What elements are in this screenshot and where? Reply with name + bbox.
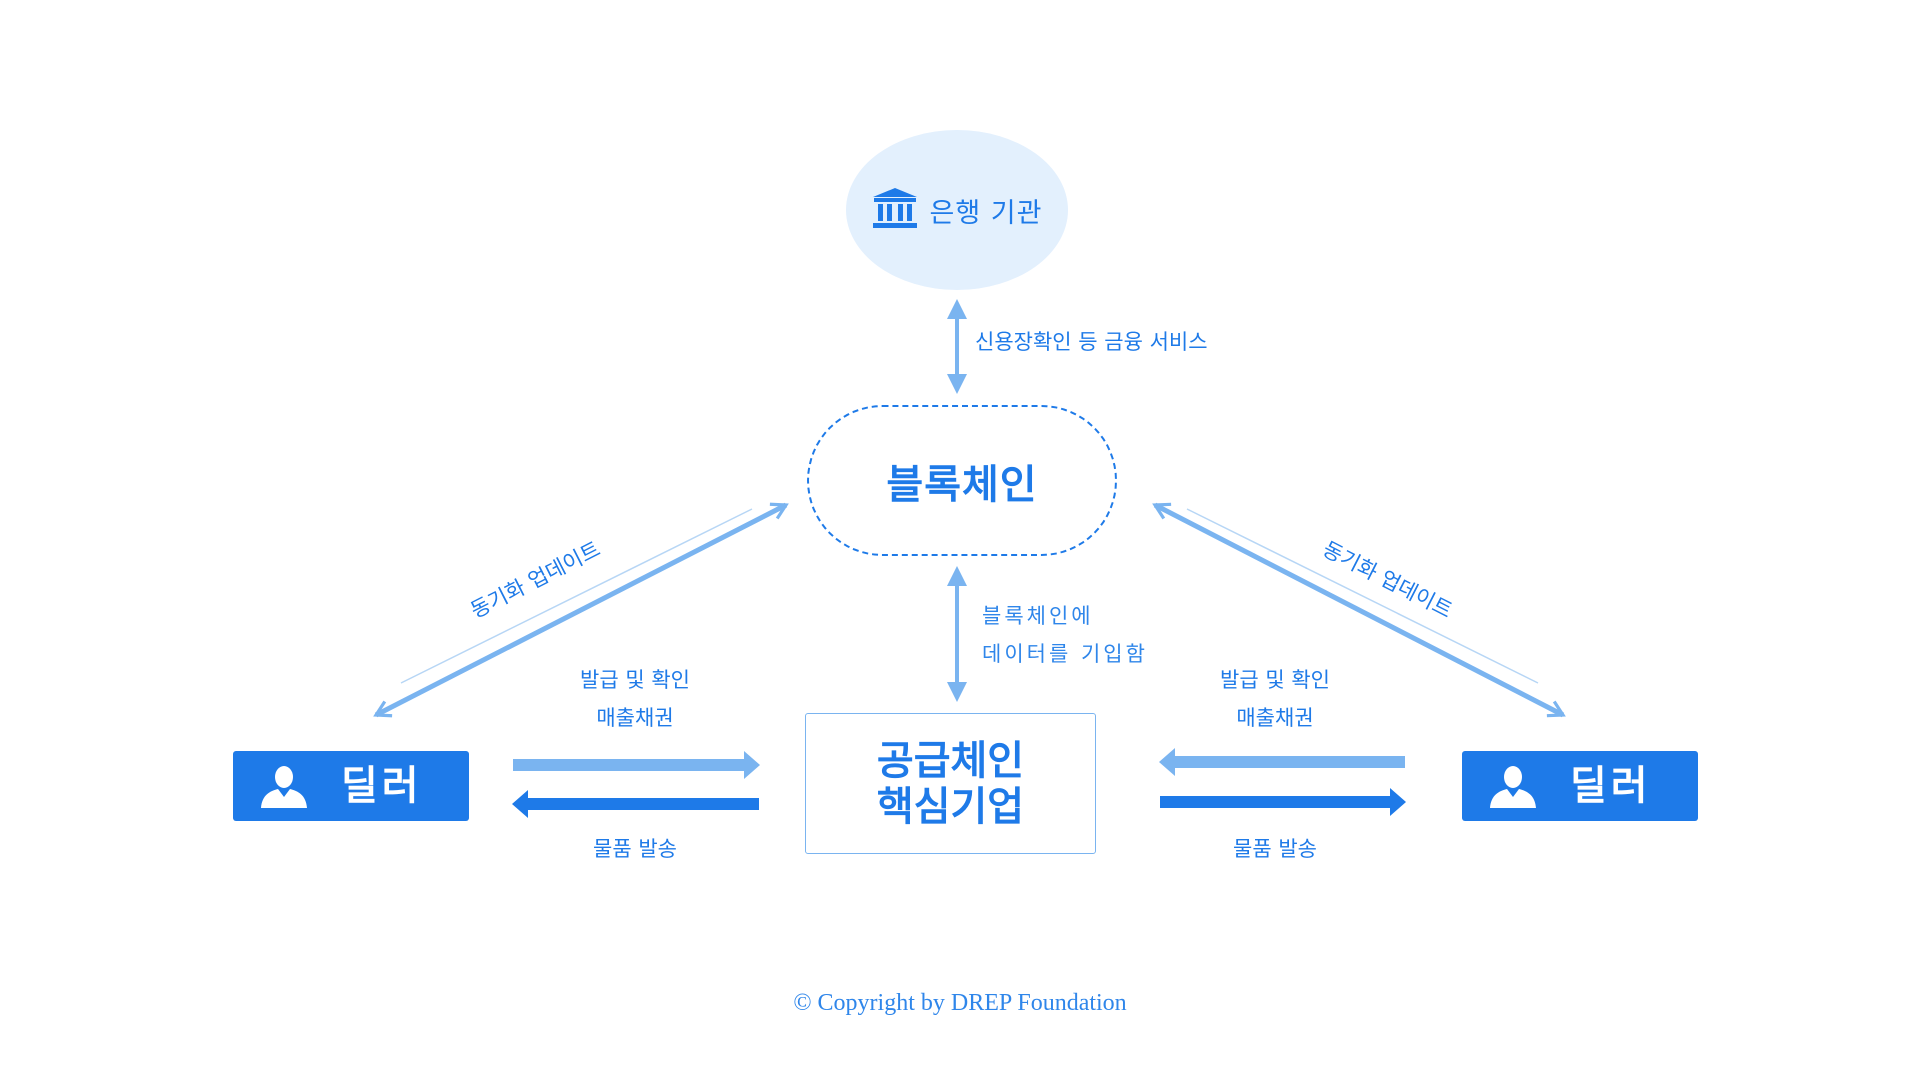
left-sync-thin-line xyxy=(400,508,753,684)
left-issue-label-line2: 매출채권 xyxy=(596,706,674,730)
core-company-label-line1: 공급체인 xyxy=(876,737,1025,784)
chain-core-label-line1: 블록체인에 xyxy=(982,604,1094,628)
right-sync-thin-line xyxy=(1186,508,1539,684)
right-ship-label: 물품 발송 xyxy=(1233,837,1317,861)
chain-core-label: 블록체인에 데이터를 기입함 xyxy=(982,597,1148,673)
left-sync-arrow xyxy=(373,502,789,718)
right-issue-label-line1: 발급 및 확인 xyxy=(1220,668,1330,692)
chain-core-label-line2: 데이터를 기입함 xyxy=(982,642,1148,666)
right-sync-arrow xyxy=(1152,502,1566,718)
core-company-label-line2: 핵심기업 xyxy=(876,783,1025,830)
core-company-node: 공급체인 핵심기업 xyxy=(805,713,1096,854)
dealer-right-node: 딜러 xyxy=(1462,751,1698,821)
left-issue-label: 발급 및 확인 매출채권 xyxy=(555,661,715,737)
person-icon xyxy=(259,764,309,812)
left-ship-arrow xyxy=(512,790,759,818)
left-ship-label: 물품 발송 xyxy=(593,837,677,861)
dealer-left-node: 딜러 xyxy=(233,751,469,821)
right-issue-label: 발급 및 확인 매출채권 xyxy=(1195,661,1355,737)
person-icon xyxy=(1488,764,1538,812)
copyright-footer: © Copyright by DREP Foundation xyxy=(793,990,1127,1016)
dealer-left-label: 딜러 xyxy=(341,763,423,809)
left-issue-arrow xyxy=(513,751,760,779)
right-issue-label-line2: 매출채권 xyxy=(1236,706,1314,730)
left-issue-label-line1: 발급 및 확인 xyxy=(580,668,690,692)
bank-building-icon xyxy=(872,187,918,233)
blockchain-label: 블록체인 xyxy=(886,461,1038,508)
bank-chain-label: 신용장확인 등 금융 서비스 xyxy=(975,330,1208,354)
dealer-right-label: 딜러 xyxy=(1570,763,1652,809)
blockchain-node: 블록체인 xyxy=(807,405,1117,556)
bank-node: 은행 기관 xyxy=(846,130,1068,290)
bank-label: 은행 기관 xyxy=(929,197,1043,229)
right-ship-arrow xyxy=(1160,788,1406,816)
right-issue-arrow xyxy=(1159,748,1405,776)
